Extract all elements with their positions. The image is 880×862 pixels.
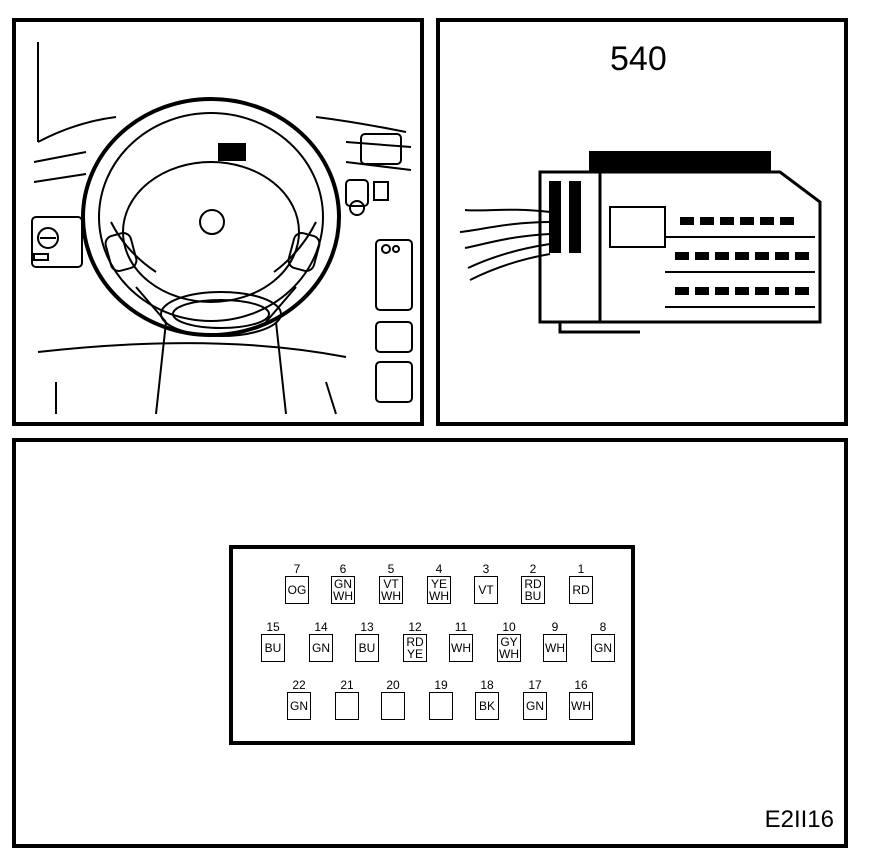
- pin-number: 10: [502, 620, 516, 634]
- wire-color-code: GN: [334, 577, 352, 591]
- wire-color-code: RD: [572, 583, 590, 597]
- wire-color-code: WH: [499, 647, 519, 661]
- wire-color-code: OG: [287, 583, 307, 597]
- wire-color-code: YE: [406, 647, 423, 661]
- pin-cell: BK: [475, 692, 499, 720]
- wire-color-code: GN: [290, 699, 308, 713]
- pin-cell: RD: [569, 576, 593, 604]
- steering-wheel-panel: [12, 18, 424, 426]
- pin-number: 4: [435, 562, 443, 576]
- pin-number: 16: [574, 678, 588, 692]
- pin-number: 9: [551, 620, 559, 634]
- pin-number: 22: [292, 678, 306, 692]
- pin-cell: OG: [285, 576, 309, 604]
- wire-color-code: GN: [526, 699, 544, 713]
- wire-color-code: GY: [500, 635, 518, 649]
- wire-color-code: BK: [478, 699, 495, 713]
- pin-cell: GN: [309, 634, 333, 662]
- wire-color-code: BU: [524, 589, 542, 603]
- pin-number: 21: [340, 678, 354, 692]
- pin-cell: WH: [569, 692, 593, 720]
- pin-cell: VT: [474, 576, 498, 604]
- wire-color-code: BU: [358, 641, 376, 655]
- pin-number: 19: [434, 678, 448, 692]
- pin-number: 20: [386, 678, 400, 692]
- pin-number: 2: [529, 562, 537, 576]
- pin-number: 17: [528, 678, 542, 692]
- pin-cell: BU: [261, 634, 285, 662]
- pin-cell: [381, 692, 405, 720]
- pin-cell: GN: [523, 692, 547, 720]
- pin-cell: WH: [449, 634, 473, 662]
- wire-color-code: RD: [524, 577, 542, 591]
- pin-cell: GN: [591, 634, 615, 662]
- wire-color-code: WH: [429, 589, 449, 603]
- pin-number: 18: [480, 678, 494, 692]
- wire-color-code: VT: [478, 583, 494, 597]
- wire-color-code: WH: [381, 589, 401, 603]
- connector-panel: 540: [436, 18, 848, 426]
- pin-number: 5: [387, 562, 395, 576]
- pin-cell: [335, 692, 359, 720]
- pin-number: 13: [360, 620, 374, 634]
- pin-number: 6: [339, 562, 347, 576]
- pin-number: 8: [599, 620, 607, 634]
- steering-wheel-drawing: [31, 42, 413, 415]
- wire-color-code: GN: [594, 641, 612, 655]
- wire-color-code: YE: [430, 577, 447, 591]
- connector-number: 540: [610, 40, 667, 78]
- pin-cell: BU: [355, 634, 379, 662]
- wire-color-code: RD: [406, 635, 424, 649]
- pin-number: 7: [293, 562, 301, 576]
- wire-color-code: BU: [264, 641, 282, 655]
- pin-number: 1: [577, 562, 585, 576]
- wire-color-code: WH: [545, 641, 565, 655]
- wire-color-code: GN: [312, 641, 330, 655]
- pin-number: 11: [454, 620, 468, 634]
- pin-cell: WH: [543, 634, 567, 662]
- wire-color-code: WH: [333, 589, 353, 603]
- wire-color-code: WH: [571, 699, 591, 713]
- pin-number: 3: [482, 562, 490, 576]
- wire-color-code: WH: [451, 641, 471, 655]
- connector-drawing: [459, 151, 822, 334]
- pin-cell: GN: [287, 692, 311, 720]
- pin-number: 14: [314, 620, 328, 634]
- pin-number: 15: [266, 620, 280, 634]
- figure-code: E2II16: [764, 806, 834, 833]
- wire-color-code: VT: [383, 577, 399, 591]
- pin-cell: [429, 692, 453, 720]
- pin-number: 12: [408, 620, 422, 634]
